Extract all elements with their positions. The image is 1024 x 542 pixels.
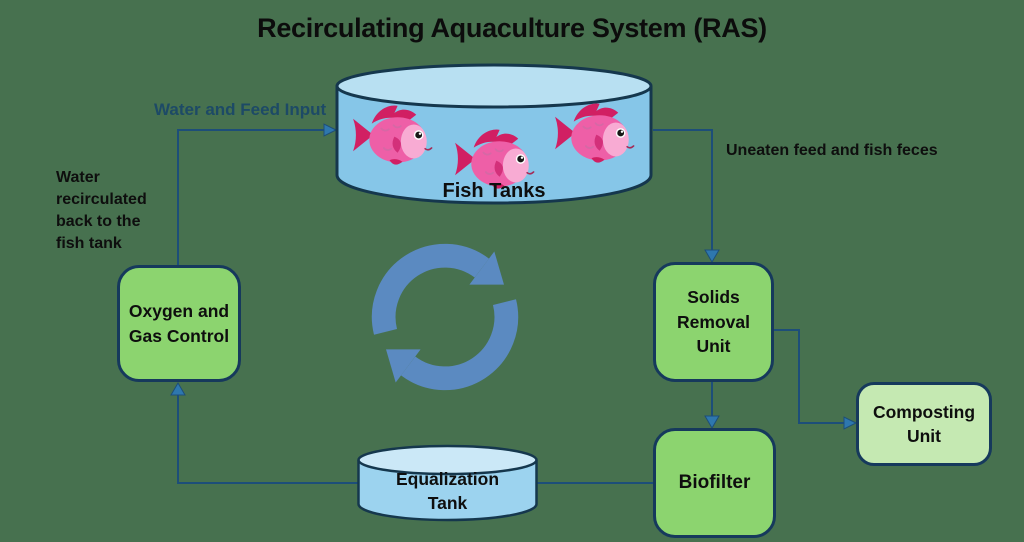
biofilter-node: Biofilter [653, 428, 776, 538]
arrowhead-into-oxygen [170, 382, 186, 396]
edge-equalization-to-oxygen [177, 394, 358, 484]
arrowhead-into-biofilter [704, 415, 720, 429]
water-recirculated-label: Water recirculated back to the fish tank [56, 169, 147, 252]
composting-unit-node: Composting Unit [856, 382, 992, 466]
uneaten-feed-label: Uneaten feed and fish feces [726, 142, 938, 159]
edge-water-feed-input [177, 129, 325, 265]
recycle-arrows-icon [371, 243, 519, 391]
arrowhead-into-fish-tank [323, 123, 338, 137]
arrowhead-into-composting [843, 416, 858, 430]
arrowhead-into-solids [704, 249, 720, 263]
oxygen-gas-control-node: Oxygen and Gas Control [117, 265, 241, 382]
edge-tank-to-solids [653, 129, 713, 251]
solids-removal-unit-node: Solids Removal Unit [653, 262, 774, 382]
page-title: Recirculating Aquaculture System (RAS) [257, 13, 767, 43]
edge-solids-to-composting [773, 329, 845, 424]
water-feed-input-label: Water and Feed Input [154, 100, 327, 119]
